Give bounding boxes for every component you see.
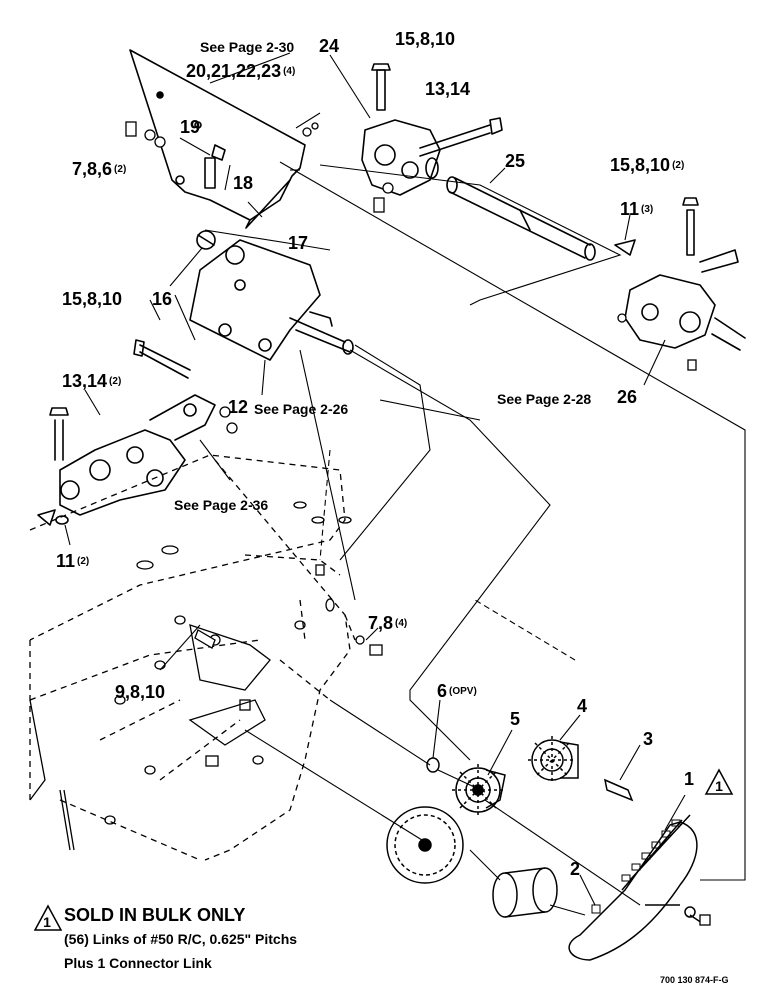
note-line-1: SOLD IN BULK ONLY: [64, 905, 246, 925]
callout-see-page-2-30: See Page 2-30: [200, 39, 295, 55]
callout-18: 18: [233, 173, 254, 193]
callout-5: 5: [510, 709, 521, 729]
drawing-number: 700 130 874-F-G: [660, 975, 729, 985]
idler-roller: [492, 867, 558, 918]
sprocket-4: [528, 736, 579, 784]
drive-chain: [568, 821, 698, 961]
callout-see-page-2-26: See Page 2-26: [254, 401, 349, 417]
note-triangle-icon: 1: [33, 904, 63, 931]
callout-16: 16: [152, 289, 173, 309]
note-triangle-icon: 1: [704, 768, 734, 795]
callout-25: 25: [505, 151, 526, 171]
callout-26: 26: [617, 387, 638, 407]
callout-15-8-10-right: 15,8,10(2): [610, 155, 685, 175]
callout-24: 24: [319, 36, 340, 56]
callout-11-left: 11(2): [56, 551, 90, 571]
callout-2: 2: [570, 859, 581, 879]
triangle-mark-label: 1: [715, 778, 723, 794]
key-3: [603, 778, 634, 802]
callout-7-8: 7,8(4): [368, 613, 408, 633]
callout-9-8-10: 9,8,10: [115, 682, 166, 702]
gearbox-12: [189, 239, 354, 361]
sprocket-5: [452, 764, 506, 816]
note-line-3: Plus 1 Connector Link: [64, 955, 212, 971]
note-line-2: (56) Links of #50 R/C, 0.625" Pitchs: [64, 931, 298, 947]
mounting-plate: [129, 49, 306, 221]
callout-see-page-2-36: See Page 2-36: [174, 497, 269, 513]
shaft-25: [449, 177, 591, 259]
note-mark-label: 1: [43, 914, 51, 930]
large-sprocket: [386, 806, 464, 884]
callout-15-8-10-left: 15,8,10: [62, 289, 123, 309]
callout-20-23: 20,21,22,23(4): [186, 61, 296, 81]
callout-12: 12: [228, 397, 249, 417]
callout-see-page-2-28: See Page 2-28: [497, 391, 592, 407]
u-joint-26: [624, 197, 746, 351]
callout-17: 17: [288, 233, 309, 253]
callout-19: 19: [180, 117, 201, 137]
callout-7-8-6: 7,8,6(2): [72, 159, 127, 179]
callout-6: 6(OPV): [437, 681, 477, 701]
u-joint-24: [361, 63, 441, 196]
callout-4: 4: [577, 696, 588, 716]
callout-11-right: 11(3): [620, 199, 654, 219]
callout-15-8-10-top: 15,8,10: [395, 29, 456, 49]
callout-3: 3: [643, 729, 654, 749]
callout-13-14-top: 13,14: [425, 79, 471, 99]
callout-1: 1: [684, 769, 695, 789]
callout-13-14-left: 13,14(2): [62, 371, 122, 391]
u-joint-left: [49, 394, 216, 525]
